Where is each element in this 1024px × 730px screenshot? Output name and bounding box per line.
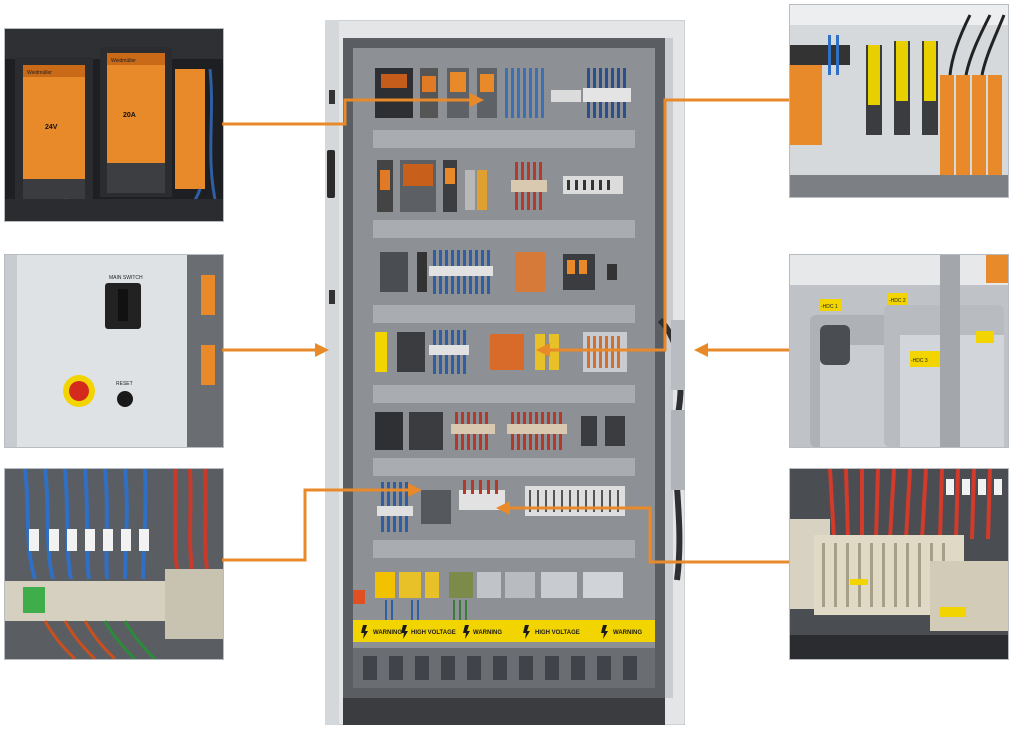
control-cabinet-drawing: WARNING HIGH VOLTAGE WARNING HIGH VOLTAG…: [325, 20, 685, 725]
warning-label-2: HIGH VOLTAGE: [411, 630, 456, 636]
thumbnail-hdc-connectors: -HDC 1 -HDC 2 -HDC 3: [789, 254, 1009, 448]
warning-label-4: HIGH VOLTAGE: [535, 630, 580, 636]
thumbnail-terminal-blocks: [789, 468, 1009, 660]
reset-button-label: RESET: [116, 381, 133, 387]
warning-label-1: WARNING: [373, 630, 402, 636]
control-cabinet: WARNING HIGH VOLTAGE WARNING HIGH VOLTAG…: [325, 20, 685, 725]
terminal-wiring-photo: [5, 469, 223, 659]
arrow-connectors: [694, 343, 708, 357]
thumbnail-door-switch: MAIN SWITCH RESET: [4, 254, 224, 448]
thumbnail-relay-modules: [789, 4, 1009, 198]
terminal-blocks-photo: [790, 469, 1008, 659]
hdc-tag-c: -HDC 3: [911, 358, 928, 364]
hdc-tag-a: -HDC 1: [821, 304, 838, 310]
relay-modules-photo: [790, 5, 1008, 197]
warning-label-5: WARNING: [613, 630, 642, 636]
hdc-tag-b: -HDC 2: [889, 298, 906, 304]
psu-label-b: 20A: [123, 112, 136, 119]
psu-label-a: 24V: [45, 124, 58, 131]
power-supply-photo: Weidmüller 24V Weidmüller 20A: [5, 29, 223, 221]
main-switch-label: MAIN SWITCH: [109, 275, 143, 281]
warning-strip: WARNING HIGH VOLTAGE WARNING HIGH VOLTAG…: [353, 620, 655, 642]
thumbnail-power-supplies: Weidmüller 24V Weidmüller 20A: [4, 28, 224, 222]
thumbnail-terminal-wiring: [4, 468, 224, 660]
warning-label-3: WARNING: [473, 630, 502, 636]
psu-brand-b: Weidmüller: [111, 58, 136, 64]
door-switch-photo: MAIN SWITCH RESET: [5, 255, 223, 447]
psu-brand-a: Weidmüller: [27, 70, 52, 76]
hdc-connectors-photo: -HDC 1 -HDC 2 -HDC 3: [790, 255, 1008, 447]
